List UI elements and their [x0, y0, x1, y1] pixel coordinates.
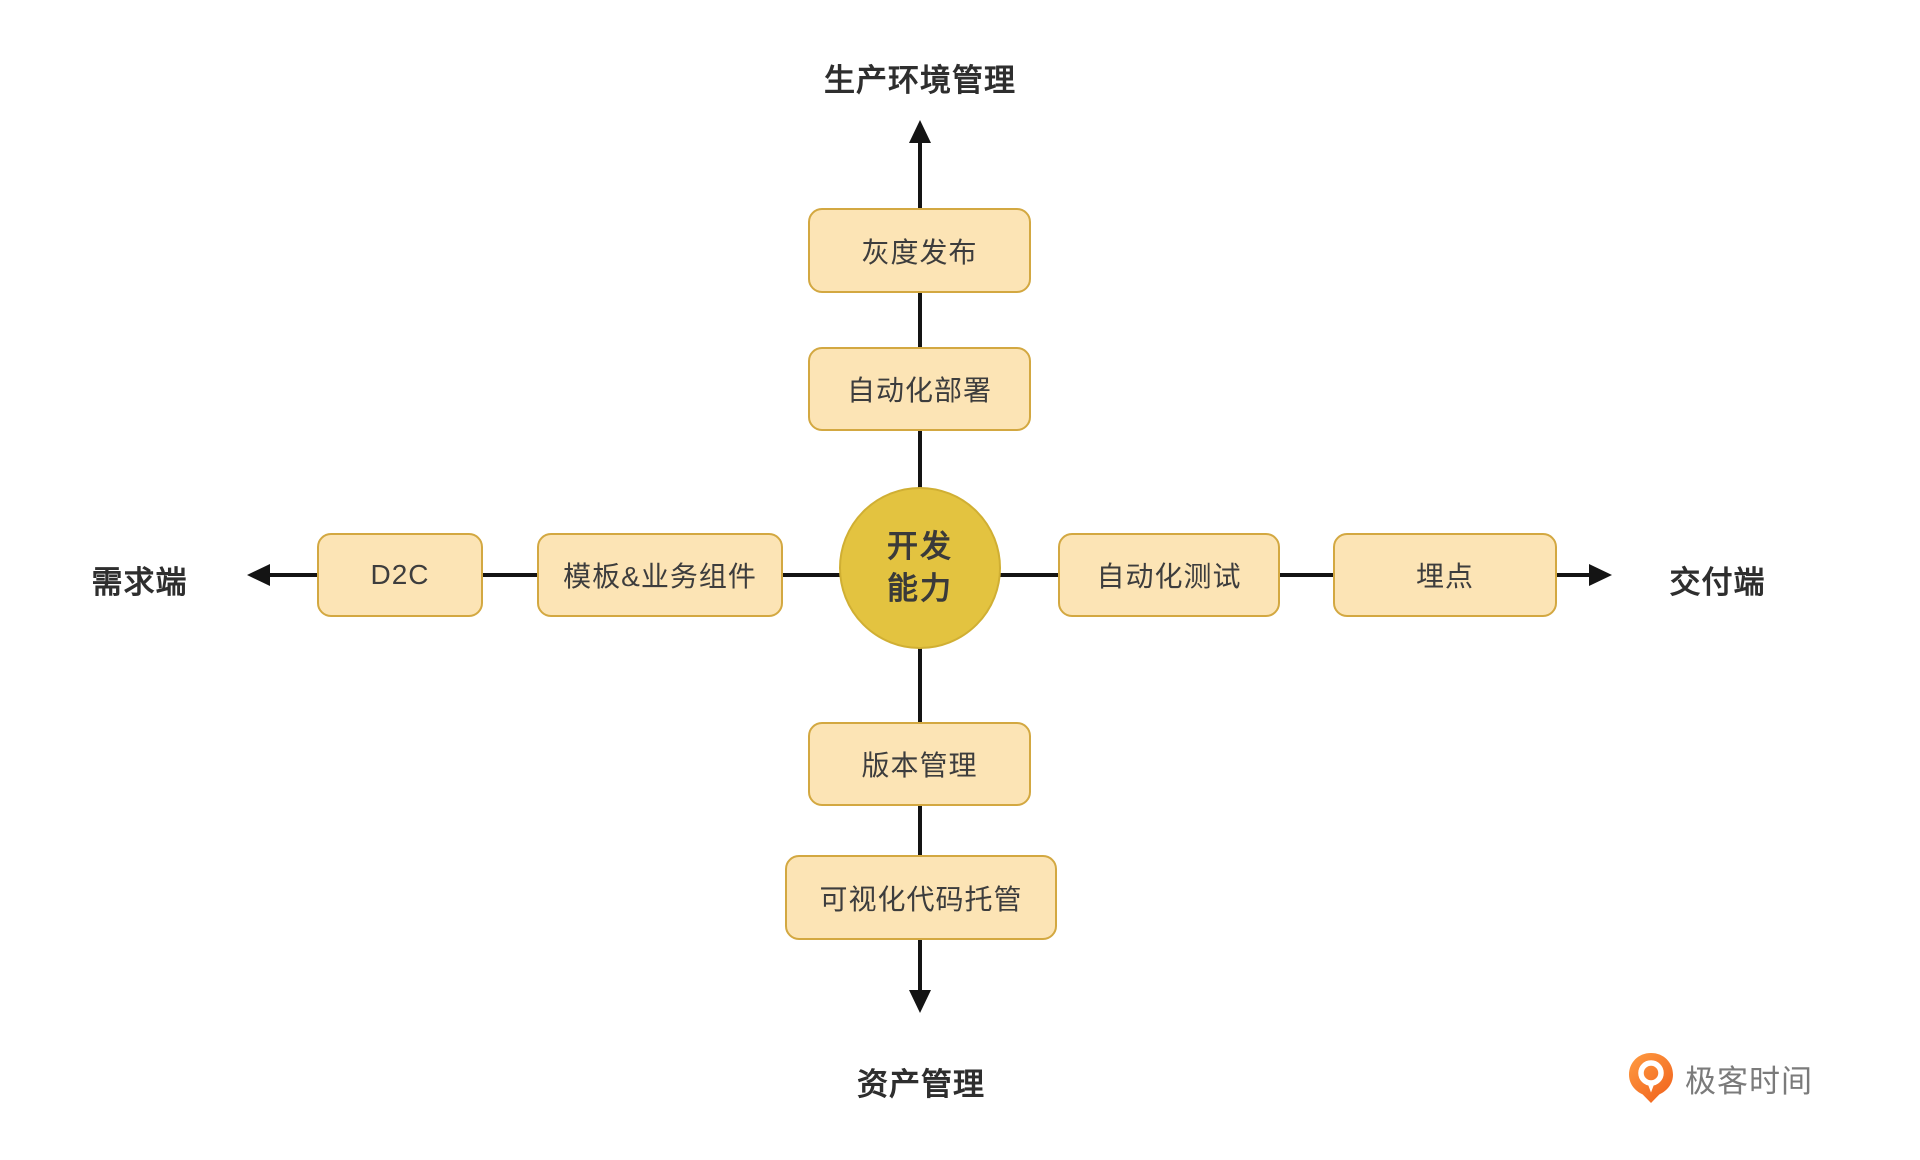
center-label-line1: 开发 [887, 529, 953, 564]
axis-label-demand-side: 需求端 [91, 565, 188, 600]
center-node-dev-capability: 开发 能力 [839, 487, 1001, 649]
axis-label-asset-management: 资产管理 [857, 1067, 985, 1102]
arrow-up-icon [909, 120, 931, 143]
node-automated-testing: 自动化测试 [1058, 533, 1280, 617]
node-d2c: D2C [317, 533, 483, 617]
axis-label-production-env-management: 生产环境管理 [824, 63, 1016, 98]
geektime-logo: 极客时间 [1628, 1052, 1813, 1104]
geektime-logo-text: 极客时间 [1685, 1063, 1813, 1099]
node-tracking: 埋点 [1333, 533, 1557, 617]
geektime-pin-icon [1628, 1052, 1674, 1104]
node-gray-release: 灰度发布 [808, 208, 1031, 293]
center-label-line2: 能力 [887, 571, 953, 606]
arrow-down-icon [909, 990, 931, 1013]
node-template-business-components: 模板&业务组件 [537, 533, 783, 617]
arrow-left-icon [247, 564, 270, 586]
node-automated-deployment: 自动化部署 [808, 347, 1031, 431]
node-version-management: 版本管理 [808, 722, 1031, 806]
node-visual-code-hosting: 可视化代码托管 [785, 855, 1057, 940]
axis-label-delivery-side: 交付端 [1669, 565, 1766, 600]
arrow-right-icon [1589, 564, 1612, 586]
